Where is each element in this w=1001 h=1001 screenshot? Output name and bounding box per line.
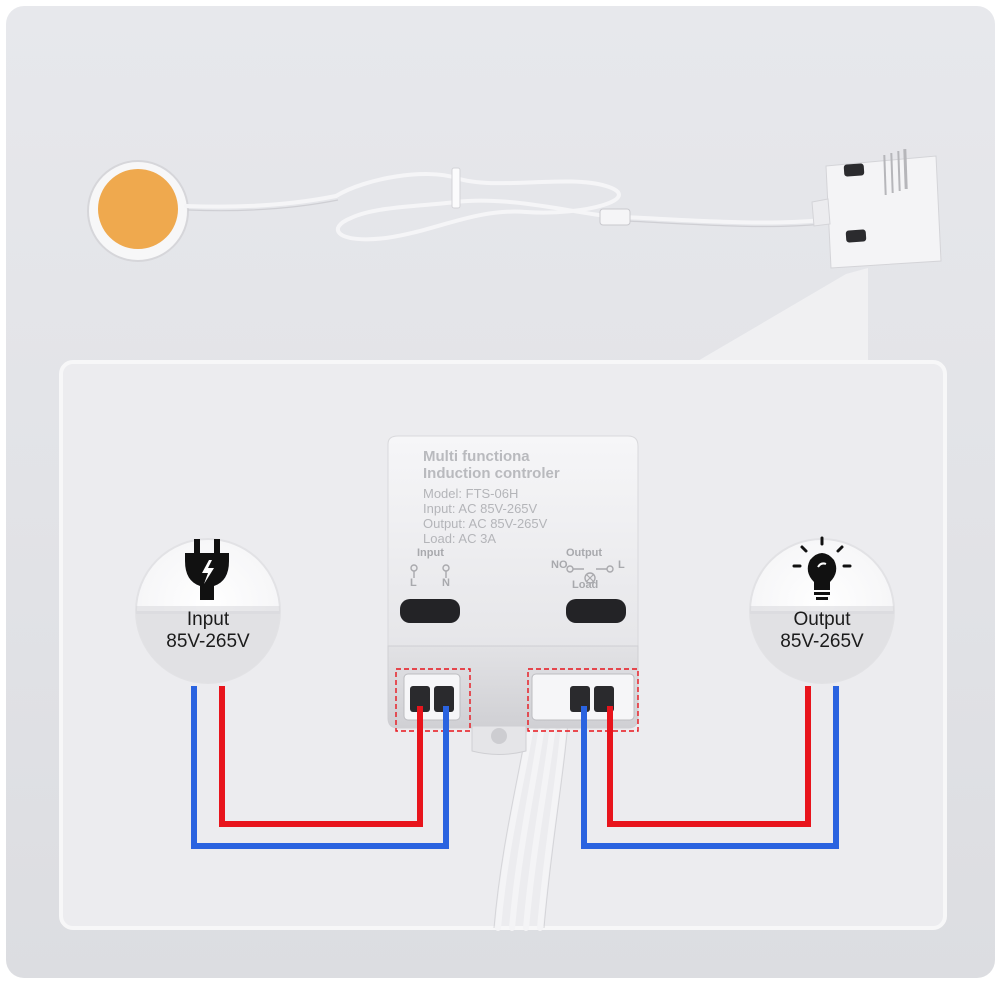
device-output-label: Output [566, 547, 603, 559]
cable-tie [451, 167, 461, 209]
device-terminal-n: N [442, 577, 450, 589]
device-load-spec: Load: AC 3A [423, 531, 496, 546]
output-wiring [581, 686, 839, 849]
output-badge-title: Output [793, 609, 851, 630]
device-title-line2: Induction controler [423, 465, 560, 482]
device-output-spec: Output: AC 85V-265V [423, 516, 548, 531]
input-wiring [191, 686, 449, 849]
sensor-cable-shadow [187, 199, 822, 228]
device-terminal-no: NO [551, 559, 568, 571]
output-badge-value: 85V-265V [780, 631, 864, 652]
cable-connector [599, 208, 631, 226]
input-terminal-highlight [395, 668, 471, 732]
device-input-label: Input [417, 547, 444, 559]
device-title-line1: Multi functiona [423, 448, 530, 465]
input-badge-value: 85V-265V [166, 631, 250, 652]
photo-frame: Multi functiona Induction controler Mode… [6, 6, 995, 978]
sensor-pad [87, 160, 189, 262]
device-model: Model: FTS-06H [423, 486, 519, 501]
lightbulb-icon [792, 536, 852, 600]
input-badge-title: Input [186, 609, 230, 630]
scene [59, 148, 947, 931]
device-load-label: Load [572, 579, 599, 591]
device-terminal-l: L [410, 577, 417, 589]
small-device [811, 148, 942, 269]
main-device [387, 435, 639, 755]
device-terminal-output-l: L [618, 559, 625, 571]
input-badge [135, 538, 281, 684]
output-badge [749, 538, 895, 684]
device-input-spec: Input: AC 85V-265V [423, 501, 538, 516]
sensor-cable [184, 172, 823, 242]
zoom-beam [696, 268, 868, 362]
plug-icon [185, 539, 229, 600]
